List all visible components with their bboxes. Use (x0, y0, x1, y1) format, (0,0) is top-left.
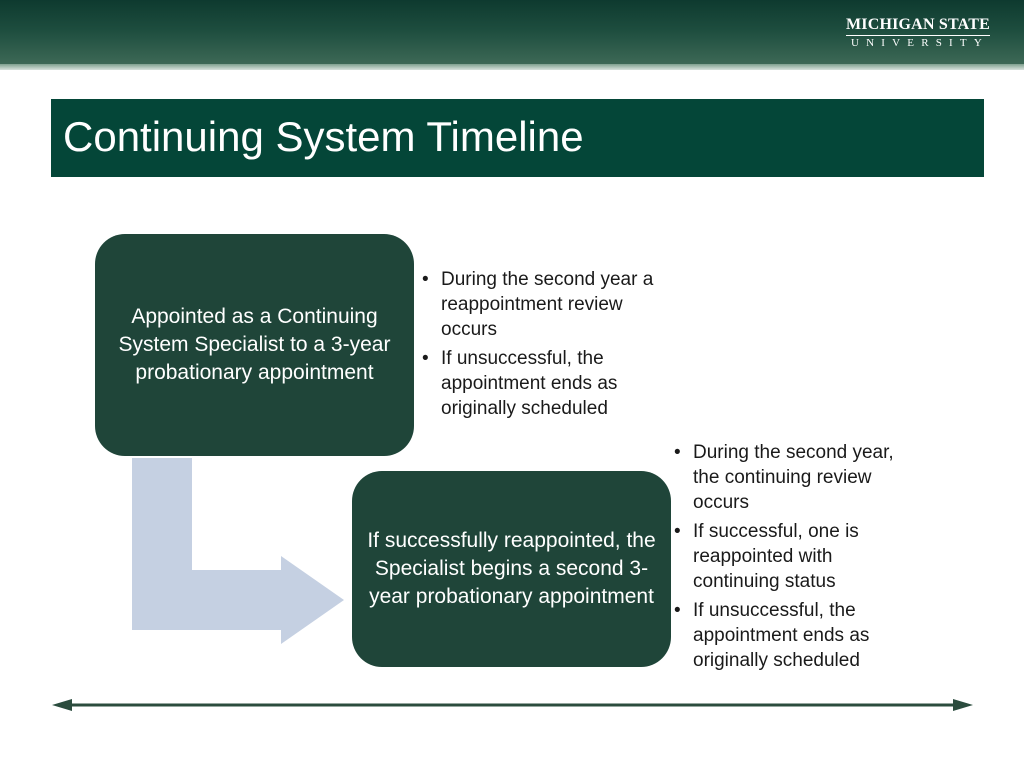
title-bar: Continuing System Timeline (51, 99, 984, 177)
bullet-icon: • (422, 269, 429, 290)
list-item: • If unsuccessful, the appointment ends a… (422, 346, 662, 421)
bullet-text: During the second year a reappointment r… (441, 269, 654, 340)
step2-box: If successfully reappointed, the Special… (352, 471, 671, 667)
list-item: • During the second year, the continuing … (674, 440, 924, 515)
step2-bullet-list: • During the second year, the continuing … (674, 440, 924, 673)
slide-title: Continuing System Timeline (63, 113, 584, 160)
bullet-text: If unsuccessful, the appointment ends as… (441, 348, 618, 419)
timeline-right-arrowhead (953, 699, 973, 711)
bullet-icon: • (422, 348, 429, 369)
step1-text: Appointed as a Continuing System Special… (118, 305, 391, 384)
timeline-left-arrowhead (52, 699, 72, 711)
bullet-icon: • (674, 521, 681, 542)
list-item: • During the second year a reappointment … (422, 267, 662, 342)
header-band (0, 0, 1024, 66)
logo-line-2: UNIVERSITY (850, 37, 989, 49)
step2-text: If successfully reappointed, the Special… (367, 529, 656, 608)
msu-logo: MICHIGAN STATE UNIVERSITY (845, 16, 990, 50)
bullet-text: If unsuccessful, the appointment ends as… (693, 600, 870, 671)
list-item: • If successful, one is reappointed with … (674, 519, 924, 594)
bullet-icon: • (674, 600, 681, 621)
bullet-text: If successful, one is reappointed with c… (693, 521, 859, 592)
logo-line-1: MICHIGAN STATE (845, 16, 990, 36)
header-divider (0, 64, 1024, 70)
bent-arrow (132, 458, 344, 644)
step1-bullet-list: • During the second year a reappointment … (422, 267, 662, 421)
bullet-icon: • (674, 442, 681, 463)
step1-box: Appointed as a Continuing System Special… (95, 234, 414, 456)
list-item: • If unsuccessful, the appointment ends a… (674, 598, 924, 673)
bullet-text: During the second year, the continuing r… (693, 442, 894, 513)
